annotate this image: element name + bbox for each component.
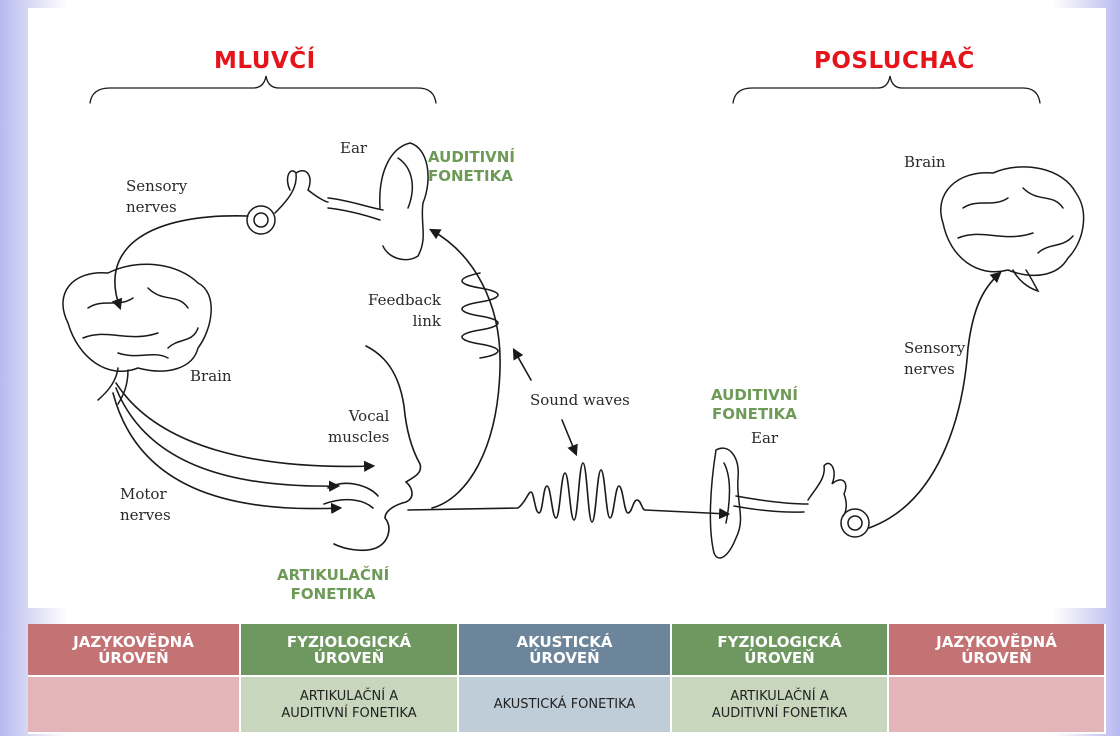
- table-header-physiological-speaker: FYZIOLOGICKÁ ÚROVEŇ: [241, 624, 459, 677]
- motor-nerve-arrow-3: [112, 392, 343, 514]
- listener-heading: POSLUCHAČ: [814, 48, 975, 74]
- table-header-physiological-listener: FYZIOLOGICKÁ ÚROVEŇ: [672, 624, 889, 677]
- sound-waves-label: Sound waves: [530, 391, 630, 409]
- table-header-linguistic-speaker: JAZYKOVĚDNÁ ÚROVEŇ: [28, 624, 241, 677]
- feedback-wave: [461, 272, 499, 359]
- table-header-linguistic-listener: JAZYKOVĚDNÁ ÚROVEŇ: [889, 624, 1106, 677]
- auditive-phonetics-listener-label: AUDITIVNÍ FONETIKA: [711, 386, 798, 423]
- table-cell-physiological-listener: ARTIKULAČNÍ A AUDITIVNÍ FONETIKA: [672, 677, 889, 734]
- motor-nerve-arrow-1: [115, 382, 376, 472]
- speech-chain-diagram: [62, 75, 1085, 559]
- table-cell-acoustic: AKUSTICKÁ FONETIKA: [459, 677, 672, 734]
- auditive-phonetics-speaker-label: AUDITIVNÍ FONETIKA: [428, 148, 515, 185]
- table-cell-physiological-speaker: ARTIKULAČNÍ A AUDITIVNÍ FONETIKA: [241, 677, 459, 734]
- sound-wave-arrow-feedback: [512, 348, 532, 381]
- brain-label-speaker: Brain: [190, 367, 232, 385]
- diagram-panel: MLUVČÍ POSLUCHAČ AUDITIVNÍ FONETIKA AUDI…: [28, 8, 1106, 608]
- levels-table: JAZYKOVĚDNÁ ÚROVEŇ FYZIOLOGICKÁ ÚROVEŇ A…: [28, 624, 1106, 734]
- sensory-nerves-label-speaker: Sensory nerves: [126, 177, 188, 216]
- speaker-brain: [62, 263, 212, 405]
- sensory-nerve-arrow: [111, 215, 249, 311]
- sound-wave-arrow-main: [561, 419, 578, 457]
- table-header-acoustic: AKUSTICKÁ ÚROVEŇ: [459, 624, 672, 677]
- ear-label-listener: Ear: [751, 429, 779, 447]
- speaker-ear: [246, 142, 429, 261]
- articulatory-phonetics-label: ARTIKULAČNÍ FONETIKA: [277, 566, 390, 603]
- table-cell-linguistic-speaker: [28, 677, 241, 734]
- vocal-muscles-label: Vocal muscles: [328, 407, 390, 446]
- sensory-nerves-label-listener: Sensory nerves: [904, 339, 966, 378]
- speaker-heading: MLUVČÍ: [214, 48, 316, 74]
- brain-label-listener: Brain: [904, 153, 946, 171]
- feedback-link-label: Feedback link: [368, 291, 441, 330]
- speaker-brace: [89, 75, 437, 104]
- main-sound-wave: [407, 462, 731, 523]
- motor-nerve-arrow-2: [115, 387, 341, 492]
- motor-nerves-label: Motor nerves: [120, 485, 171, 524]
- listener-brace: [732, 75, 1041, 104]
- speaker-head-profile: [323, 345, 422, 552]
- feedback-arrow: [429, 228, 501, 509]
- listener-ear: [709, 447, 870, 559]
- table-cell-linguistic-listener: [889, 677, 1106, 734]
- listener-sensory-nerve-arrow: [868, 271, 1002, 529]
- listener-brain: [940, 166, 1085, 293]
- ear-label-speaker: Ear: [340, 139, 368, 157]
